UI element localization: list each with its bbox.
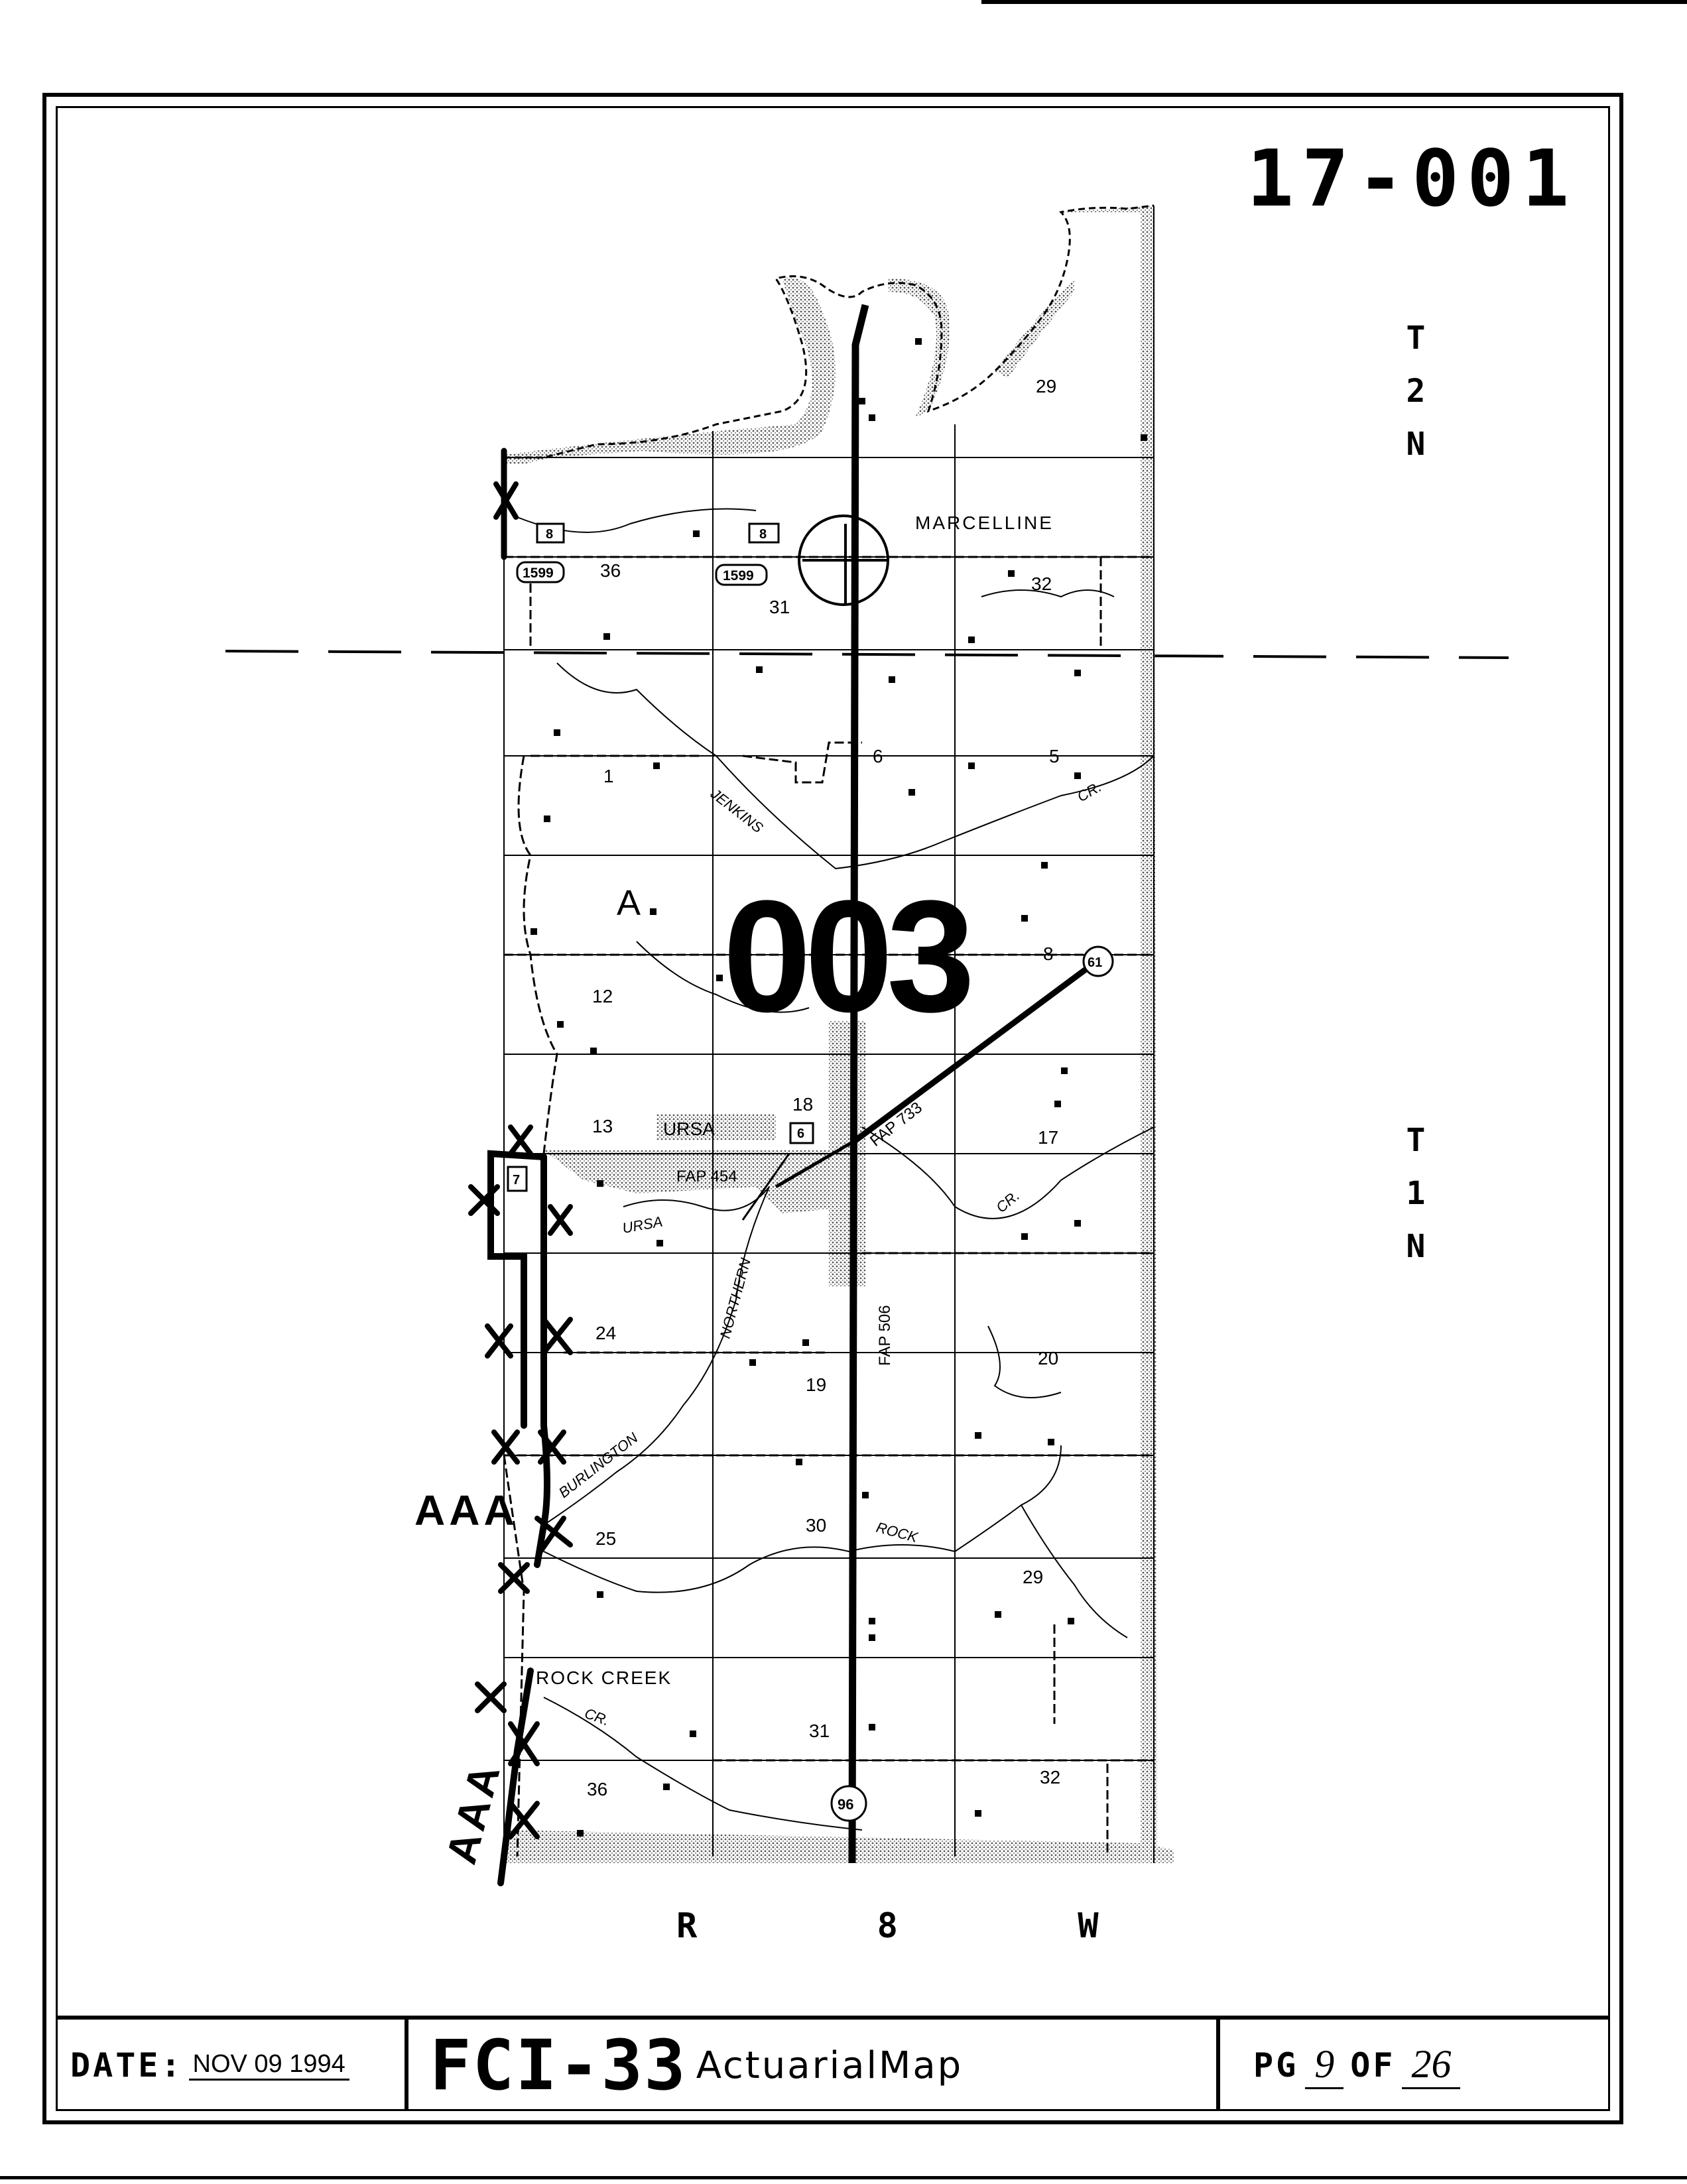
section-5: 5 (1049, 746, 1060, 766)
footer-date-cell: DATE: NOV 09 1994 (56, 2020, 408, 2111)
fap-506-label: FAP 506 (876, 1305, 894, 1366)
section-25: 25 (595, 1528, 616, 1549)
rating-x-marks (468, 481, 573, 1839)
secondary-roads (503, 556, 1154, 1857)
farmstead-marks (531, 338, 1147, 1837)
date-label: DATE: (70, 2046, 184, 2085)
fap-454-label: FAP 454 (676, 1168, 737, 1185)
section-30: 30 (806, 1515, 826, 1536)
township-boundary-line (225, 650, 1509, 659)
date-value: NOV 09 1994 (188, 2050, 349, 2081)
section-29-south: 29 (1023, 1567, 1043, 1587)
section-6: 6 (873, 746, 883, 766)
place-ursa: URSA (663, 1119, 715, 1139)
section-32-south: 32 (1040, 1767, 1060, 1788)
svg-text:1599: 1599 (723, 568, 754, 583)
section-1: 1 (603, 766, 614, 786)
inner-border (56, 106, 1610, 2111)
stream-ursa: URSA (621, 1213, 664, 1237)
section-19: 19 (806, 1374, 826, 1395)
section-36-north: 36 (600, 560, 621, 581)
route-shield-96: 96 (830, 1785, 867, 1822)
township-north-label: T 2 N (1406, 320, 1426, 463)
svg-text:6: 6 (797, 1126, 804, 1141)
section-29-north: 29 (1036, 376, 1056, 396)
district-label: 003 (723, 867, 969, 1045)
page-label: PG (1253, 2046, 1299, 2085)
footer-bar: DATE: NOV 09 1994 FCI-33 ActuarialMap PG… (56, 2016, 1610, 2111)
svg-text:8: 8 (546, 527, 553, 542)
route-shield-1599a: 1599 (516, 561, 565, 583)
section-31-north: 31 (769, 597, 790, 617)
stream-burlington: BURLINGTON (556, 1429, 641, 1501)
form-title: ActuarialMap (696, 2043, 964, 2087)
place-marcelline: MARCELLINE (915, 513, 1054, 533)
streams (517, 508, 1155, 1831)
highways (741, 304, 1090, 1864)
range-label: R 8 W (676, 1906, 1178, 1946)
stream-rock: ROCK (875, 1519, 920, 1546)
footer-page-cell: PG 9 OF 26 (1220, 2020, 1610, 2111)
section-13: 13 (592, 1116, 613, 1136)
stream-cr-1: CR. (1074, 778, 1104, 806)
place-rock-creek: ROCK CREEK (536, 1668, 672, 1688)
section-12: 12 (592, 986, 613, 1006)
svg-text:8: 8 (759, 527, 767, 542)
page-total: 26 (1402, 2041, 1461, 2089)
section-numbers: 29 36 31 32 1 6 5 12 7 8 13 18 17 24 19 … (587, 376, 1060, 1799)
route-shield-8b: 8 (748, 522, 780, 544)
footer-title-cell: FCI-33 ActuarialMap (408, 2020, 1220, 2111)
svg-text:1599: 1599 (523, 566, 554, 581)
river-boundary-north (504, 204, 1155, 459)
section-7: 7 (812, 965, 822, 985)
route-shield-8a: 8 (536, 522, 565, 544)
scan-edge-top (981, 0, 1687, 4)
section-32-north: 32 (1031, 574, 1052, 594)
section-8: 8 (1043, 943, 1054, 964)
stream-jenkins: JENKINS (707, 785, 767, 837)
route-shield-1599b: 1599 (715, 564, 768, 586)
page-current: 9 (1305, 2041, 1344, 2089)
svg-text:96: 96 (838, 1796, 853, 1813)
section-18: 18 (792, 1094, 813, 1115)
zone-label-a: A (617, 883, 641, 923)
section-36-south: 36 (587, 1779, 607, 1799)
form-code: FCI-33 (430, 2025, 687, 2106)
outer-border (42, 93, 1623, 2124)
svg-text:61: 61 (1088, 955, 1102, 970)
section-20: 20 (1038, 1348, 1058, 1368)
rating-mark-aaa-1: AAA (414, 1486, 519, 1534)
stream-cr-2: CR. (993, 1187, 1023, 1216)
stream-cr-3: CR. (582, 1705, 611, 1729)
rating-mark-aaa-2: AAA (437, 1756, 510, 1869)
svg-text:7: 7 (513, 1173, 520, 1187)
route-shield-7: 7 (507, 1166, 528, 1192)
section-17: 17 (1038, 1127, 1058, 1148)
city-circle-marcelline (798, 515, 889, 606)
section-31-south: 31 (809, 1721, 830, 1741)
scan-edge-bottom (0, 2176, 1687, 2179)
route-shield-61: 61 (1082, 945, 1114, 977)
route-shields: 8 8 1599 1599 6 7 61 96 (507, 522, 1114, 1822)
map-page-id: 17-001 (1247, 133, 1578, 224)
stream-northern: NORTHERN (717, 1256, 754, 1341)
township-south-label: T 1 N (1406, 1122, 1426, 1265)
route-shield-6: 6 (789, 1122, 814, 1144)
page-of-label: OF (1350, 2046, 1396, 2085)
section-24: 24 (595, 1323, 616, 1343)
